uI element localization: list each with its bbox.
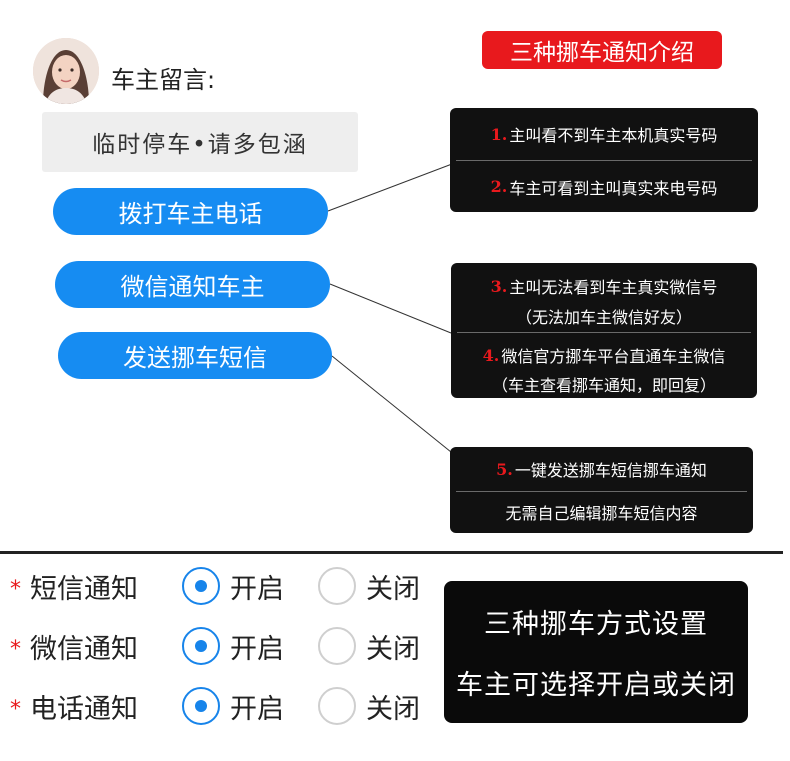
- panel-line: 3. 主叫无法看到车主真实微信号: [451, 263, 757, 303]
- panel-text: 无需自己编辑挪车短信内容: [505, 504, 698, 523]
- section-divider: [0, 551, 783, 554]
- required-star: *: [10, 696, 21, 722]
- panel-text: 车主可看到主叫真实来电号码: [509, 178, 718, 198]
- wechat-off-radio[interactable]: [318, 627, 356, 665]
- call-owner-button[interactable]: 拨打车主电话: [53, 188, 328, 235]
- panel-text: 一键发送挪车短信挪车通知: [514, 461, 707, 480]
- setting-label: 微信通知: [30, 633, 138, 665]
- setting-row-wechat: * 微信通知 开启 关闭: [10, 626, 446, 666]
- setting-label: 短信通知: [30, 573, 138, 605]
- panel-number: 2.: [490, 177, 508, 196]
- panel-line: 2. 车主可看到主叫真实来电号码: [450, 161, 758, 212]
- off-label: 关闭: [366, 693, 420, 725]
- panel-number: 1.: [490, 124, 508, 144]
- panel-text: （车主查看挪车通知，即回复）: [491, 376, 716, 395]
- panel-text: 主叫无法看到车主真实微信号: [509, 278, 718, 297]
- panel-line: 4. 微信官方挪车平台直通车主微信: [451, 333, 757, 371]
- owner-message-label: 车主留言:: [111, 66, 216, 94]
- panel-number: 3.: [490, 276, 508, 296]
- on-label: 开启: [230, 693, 284, 725]
- avatar: [33, 38, 99, 104]
- owner-message-box: 临时停车•请多包涵: [42, 112, 358, 172]
- send-sms-button[interactable]: 发送挪车短信: [58, 332, 332, 379]
- on-label: 开启: [230, 573, 284, 605]
- phone-off-radio[interactable]: [318, 687, 356, 725]
- panel-line: 无需自己编辑挪车短信内容: [450, 492, 753, 532]
- off-label: 关闭: [366, 573, 420, 605]
- wechat-notify-button[interactable]: 微信通知车主: [55, 261, 330, 308]
- panel-line: （无法加车主微信好友）: [451, 303, 757, 329]
- off-label: 关闭: [366, 633, 420, 665]
- setting-row-phone: * 电话通知 开启 关闭: [10, 686, 446, 726]
- panel-line: 1. 主叫看不到车主本机真实号码: [450, 108, 758, 160]
- on-label: 开启: [230, 633, 284, 665]
- required-star: *: [10, 576, 21, 602]
- panel-line: （车主查看挪车通知，即回复）: [451, 371, 757, 397]
- panel-text: 主叫看不到车主本机真实号码: [509, 126, 718, 145]
- sms-off-radio[interactable]: [318, 567, 356, 605]
- required-star: *: [10, 636, 21, 662]
- panel-text: （无法加车主微信好友）: [515, 308, 692, 327]
- intro-title-badge: 三种挪车通知介绍: [482, 31, 722, 69]
- panel-text: 微信官方挪车平台直通车主微信: [501, 347, 726, 366]
- panel-number: 5.: [496, 459, 513, 479]
- panel-line: 5. 一键发送挪车短信挪车通知: [450, 447, 753, 491]
- phone-on-radio[interactable]: [182, 687, 220, 725]
- sms-on-radio[interactable]: [182, 567, 220, 605]
- summary-line-1: 三种挪车方式设置: [484, 609, 708, 640]
- call-info-panel: 1. 主叫看不到车主本机真实号码 2. 车主可看到主叫真实来电号码: [450, 108, 758, 212]
- wechat-info-panel: 3. 主叫无法看到车主真实微信号 （无法加车主微信好友） 4. 微信官方挪车平台…: [451, 263, 757, 398]
- summary-line-2: 车主可选择开启或关闭: [456, 670, 736, 701]
- setting-label: 电话通知: [30, 693, 138, 725]
- wechat-on-radio[interactable]: [182, 627, 220, 665]
- settings-summary-box: 三种挪车方式设置 车主可选择开启或关闭: [444, 581, 748, 723]
- setting-row-sms: * 短信通知 开启 关闭: [10, 566, 446, 606]
- panel-number: 4.: [482, 345, 500, 365]
- sms-info-panel: 5. 一键发送挪车短信挪车通知 无需自己编辑挪车短信内容: [450, 447, 753, 533]
